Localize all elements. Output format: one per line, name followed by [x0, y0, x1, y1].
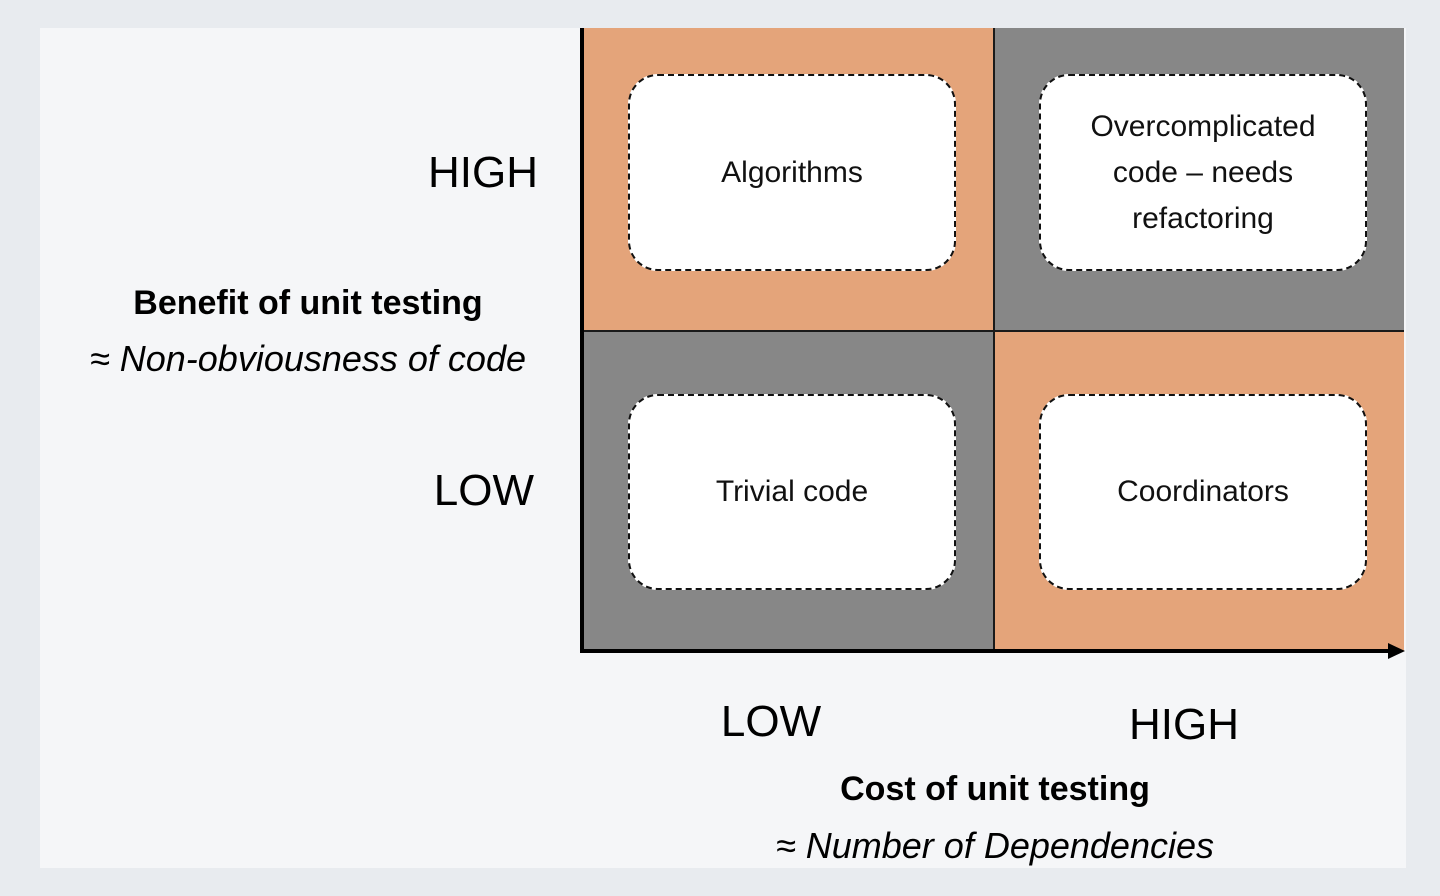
y-axis-subtitle: ≈ Non-obviousness of code — [89, 338, 526, 379]
x-axis-low-label: LOW — [720, 697, 822, 746]
y-axis-high-label: HIGH — [428, 148, 538, 197]
x-axis-subtitle: ≈ Number of Dependencies — [776, 825, 1214, 866]
y-axis-title: Benefit of unit testing — [133, 284, 483, 322]
x-axis-high-label: HIGH — [1129, 700, 1239, 749]
algorithms-box: Algorithms — [628, 74, 956, 271]
x-axis-title: Cost of unit testing — [840, 770, 1150, 808]
y-axis-line — [580, 28, 584, 653]
x-axis-arrowhead — [1388, 643, 1405, 659]
trivial-code-box: Trivial code — [628, 394, 956, 590]
y-axis-low-label: LOW — [433, 466, 534, 515]
x-axis-line — [580, 649, 1390, 653]
quadrant-divider-horizontal — [584, 330, 1404, 332]
overcomplicated-code-box: Overcomplicated code – needs refactoring — [1039, 74, 1367, 271]
coordinators-box: Coordinators — [1039, 394, 1367, 590]
quadrant-divider-vertical — [993, 28, 995, 651]
